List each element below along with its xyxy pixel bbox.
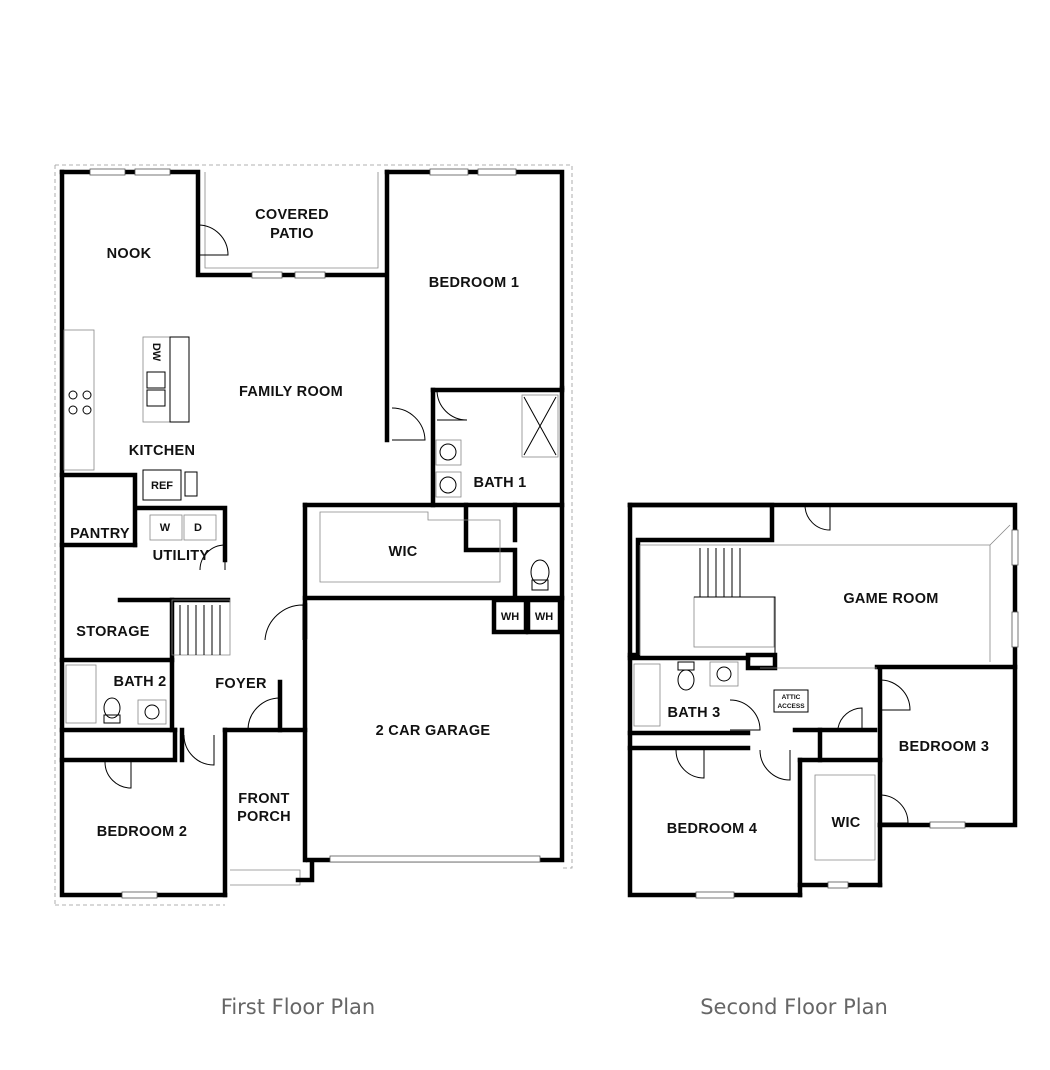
dryer-label: D bbox=[194, 522, 202, 534]
wic-label: WIC bbox=[388, 544, 417, 560]
kitchen-label: KITCHEN bbox=[129, 443, 196, 459]
second-floor-wic-label: WIC bbox=[831, 815, 860, 831]
utility-label: UTILITY bbox=[153, 548, 210, 564]
nook-label: NOOK bbox=[107, 246, 152, 262]
family-room-label: FAMILY ROOM bbox=[239, 384, 343, 400]
front-porch-label-line-2: PORCH bbox=[237, 809, 291, 825]
foyer-label: FOYER bbox=[215, 676, 267, 692]
bath-2-label: BATH 2 bbox=[113, 674, 166, 690]
bedroom-2-label: BEDROOM 2 bbox=[97, 824, 188, 840]
attic-label-line-2: ACCESS bbox=[777, 703, 805, 710]
pantry-label: PANTRY bbox=[70, 526, 130, 542]
dishwasher-label: DW bbox=[150, 343, 162, 362]
bedroom-4-label: BEDROOM 4 bbox=[667, 821, 758, 837]
second-floor-plan: GAME ROOM BATH 3 ATTIC ACCESS BEDROOM 3 … bbox=[627, 502, 1019, 1019]
refrigerator-label: REF bbox=[151, 480, 173, 492]
washer-label: W bbox=[160, 522, 171, 534]
attic-label-line-1: ATTIC bbox=[782, 694, 801, 701]
front-porch-label-line-1: FRONT bbox=[238, 791, 289, 807]
covered-patio-label-line-1: COVERED bbox=[255, 207, 329, 223]
storage-label: STORAGE bbox=[76, 624, 150, 640]
first-floor-caption: First Floor Plan bbox=[221, 995, 375, 1019]
bath-1-label: BATH 1 bbox=[473, 475, 526, 491]
second-floor-caption: Second Floor Plan bbox=[700, 995, 888, 1019]
water-heater-1-label: WH bbox=[501, 611, 519, 623]
first-floor-plan: COVERED PATIO NOOK BEDROOM 1 FAMILY ROOM… bbox=[54, 164, 573, 1019]
bedroom-3-label: BEDROOM 3 bbox=[899, 739, 990, 755]
bath-3-label: BATH 3 bbox=[667, 705, 720, 721]
covered-patio-label-line-2: PATIO bbox=[270, 226, 314, 242]
game-room-label: GAME ROOM bbox=[843, 591, 938, 607]
bedroom-1-label: BEDROOM 1 bbox=[429, 275, 520, 291]
water-heater-2-label: WH bbox=[535, 611, 553, 623]
garage-label: 2 CAR GARAGE bbox=[376, 723, 491, 739]
